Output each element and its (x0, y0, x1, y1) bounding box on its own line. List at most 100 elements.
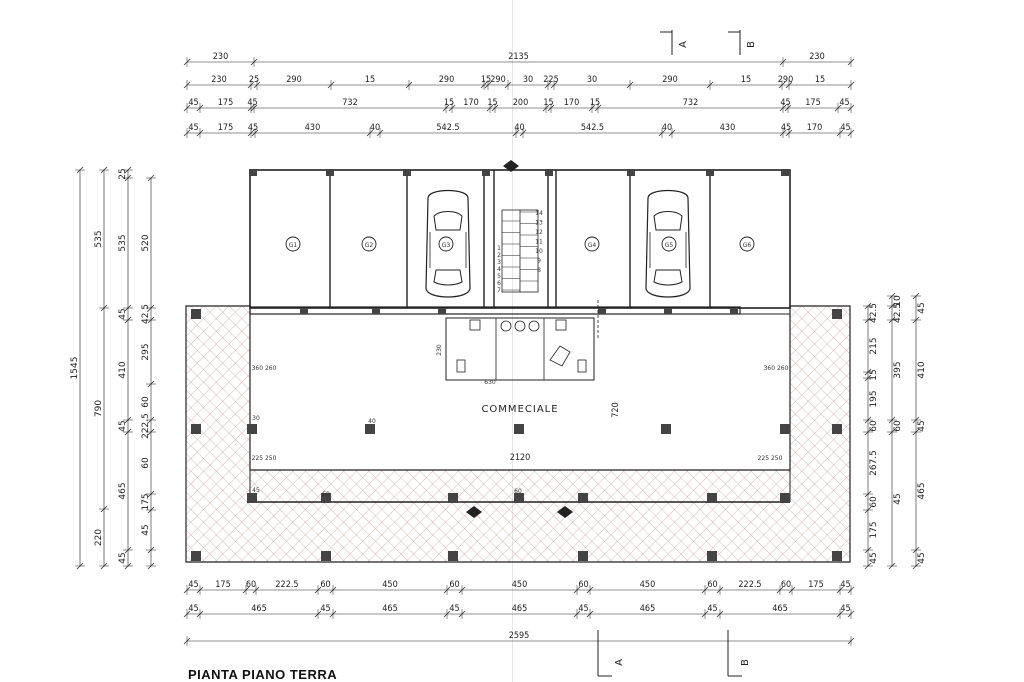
dimension-value: 175 (218, 123, 233, 133)
dimension-value: 410 (118, 361, 128, 378)
dimension-value: 465 (917, 482, 927, 499)
column (247, 424, 257, 434)
dimension-value: 40 (662, 123, 672, 133)
dimension-value: 465 (512, 604, 527, 614)
dimension-value: 60 (578, 580, 588, 590)
garage-label-6: G6 (739, 236, 755, 252)
dimension-value: 45 (320, 604, 330, 614)
column (780, 493, 790, 503)
garage-block (249, 169, 791, 315)
dimension-value: 45 (188, 604, 198, 614)
garage-label-3: G3 (438, 236, 454, 252)
svg-text:B: B (740, 658, 751, 666)
dimension-value: 535 (118, 234, 128, 251)
column (832, 309, 842, 319)
dimension-value: 40 (514, 123, 524, 133)
dimension-value: 430 (305, 123, 320, 133)
dimension-value: 45 (578, 604, 588, 614)
commercial-area-label: COMMECIALE (481, 404, 558, 415)
n225-right: 225 250 (758, 455, 783, 462)
drawing-title: PIANTA PIANO TERRA (188, 667, 338, 682)
dimension-value: 170 (807, 123, 822, 133)
dimension-value: 15 (365, 75, 375, 85)
dimension-value: 290 (490, 75, 505, 85)
dimension-value: 45 (917, 552, 927, 563)
n30: 30 (252, 415, 260, 422)
dimension-value: 222.5 (275, 580, 298, 590)
dimension-value: 45 (188, 123, 198, 133)
dimension-value: 60 (141, 396, 151, 408)
dimension-value: 230 (211, 75, 226, 85)
dimension-value: 2135 (508, 52, 529, 62)
garage-label-1: G1 (285, 236, 301, 252)
dimension-value: 45 (707, 604, 717, 614)
width-2120: 2120 (510, 453, 531, 463)
column (514, 493, 524, 503)
dimension-value: 290 (439, 75, 454, 85)
dimension-value: 40 (370, 123, 380, 133)
column (707, 493, 717, 503)
wc-230: 230 (436, 344, 443, 356)
dimension-value: 430 (720, 123, 735, 133)
column (832, 424, 842, 434)
garage-label-text: G5 (665, 242, 674, 249)
stair-step-number: 3 (497, 259, 501, 266)
garage-label-2: G2 (361, 236, 377, 252)
dimension-value: 542.5 (581, 123, 604, 133)
dimension-value: 195 (869, 390, 879, 407)
dimension-value: 25 (118, 168, 128, 179)
dimension-value: 790 (94, 400, 104, 417)
dimension-value: 60 (141, 457, 151, 469)
dimension-value: 45 (118, 552, 128, 563)
inner-annotations: 2120 720 630 230 40 360 260 360 260 30 6… (252, 344, 789, 498)
column (661, 424, 671, 434)
section-marker-a-top: A (660, 30, 689, 55)
dimension-value: 60 (246, 580, 256, 590)
dimension-value: 45 (188, 98, 198, 108)
column (448, 493, 458, 503)
garage-label-4: G4 (584, 236, 600, 252)
dimension-value: 45 (869, 552, 879, 563)
column (191, 309, 201, 319)
column (578, 551, 588, 561)
dimension-value: 1545 (70, 357, 80, 380)
dimension-value: 45 (118, 420, 128, 431)
dimension-value: 175 (869, 521, 879, 538)
dimension-value: 45 (917, 420, 927, 431)
dimension-value: 25 (249, 75, 259, 85)
dimension-value: 15 (815, 75, 825, 85)
dimension-value: 15 (487, 98, 497, 108)
structural-columns (191, 309, 842, 561)
dimension-value: 175 (215, 580, 230, 590)
dimension-value: 60 (869, 496, 879, 508)
garage-label-text: G1 (289, 242, 298, 249)
dimension-value: 15 (543, 98, 553, 108)
column (832, 551, 842, 561)
dimension-value: 2595 (509, 631, 530, 641)
stair-step-number: 13 (535, 220, 543, 227)
stair-step-number: 8 (537, 267, 541, 274)
column (321, 493, 331, 503)
dimension-row: 2595 (183, 631, 855, 646)
dimension-value: 42.5 (141, 304, 151, 324)
column (514, 424, 524, 434)
dimension-value: 230 (809, 52, 824, 62)
dimension-value: 290 (662, 75, 677, 85)
dimension-value: 395 (893, 361, 903, 378)
dimension-value: 520 (141, 234, 151, 251)
column (448, 551, 458, 561)
dimension-value: 45 (840, 123, 850, 133)
entrance-marker-left (466, 506, 482, 518)
column (191, 424, 201, 434)
svg-text:A: A (614, 658, 625, 666)
dimension-value: 450 (640, 580, 655, 590)
svg-text:A: A (678, 40, 689, 48)
stair-step-number: 9 (537, 258, 541, 265)
